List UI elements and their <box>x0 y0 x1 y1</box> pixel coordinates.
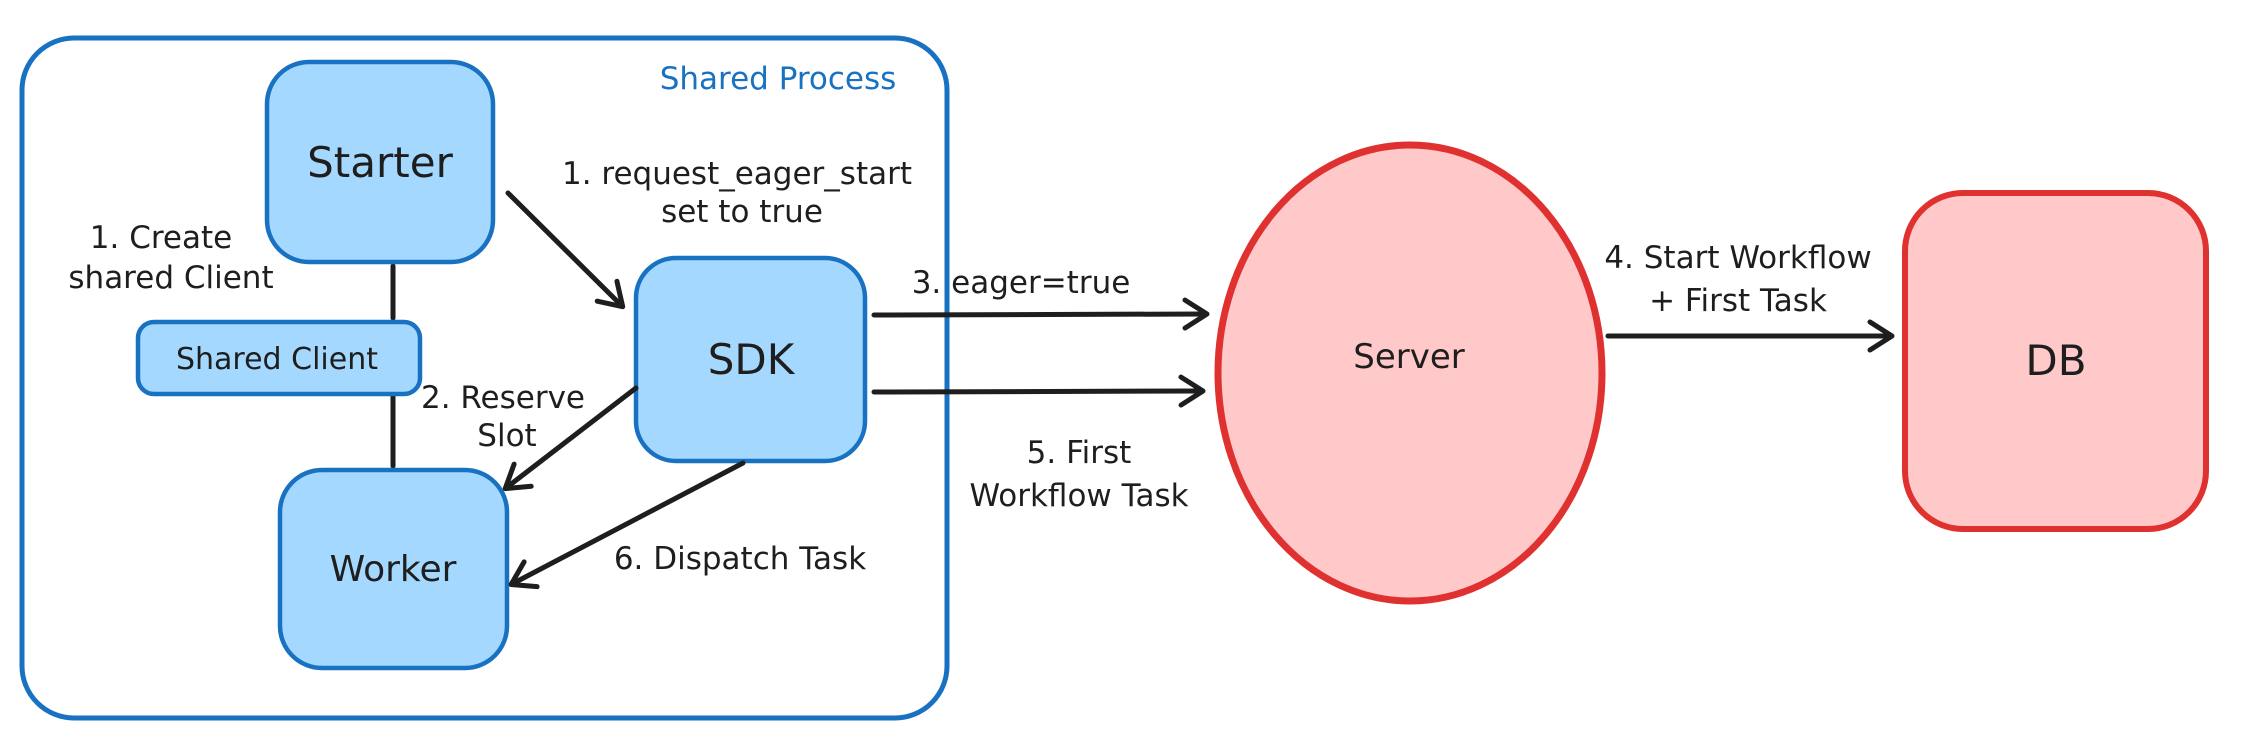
worker-label: Worker <box>330 549 457 590</box>
arrow-sdk-to-worker-dispatch <box>508 460 746 590</box>
annotation-start-workflow: 4. Start Workflow + First Task <box>1604 240 1871 319</box>
worker-box <box>277 467 510 671</box>
db-node: DB <box>1902 190 2209 532</box>
annotation-start-workflow-line1: 4. Start Workflow <box>1604 240 1871 276</box>
annotation-reserve-slot-line1: 2. Reserve <box>421 380 585 416</box>
shared-client-box <box>135 319 423 397</box>
db-label: DB <box>2025 336 2086 385</box>
annotation-request-eager-start: 1. request_eager_start set to true <box>562 156 912 230</box>
starter-box <box>264 59 496 265</box>
shared-client-node: Shared Client <box>135 319 423 397</box>
annotation-request-eager-start-line2: set to true <box>661 194 823 230</box>
annotation-first-workflow-task-line2: Workflow Task <box>969 478 1188 514</box>
starter-node: Starter <box>264 59 496 265</box>
annotation-dispatch-task: 6. Dispatch Task <box>614 541 866 577</box>
server-node: Server <box>1214 141 1606 605</box>
annotation-first-workflow-task: 5. First Workflow Task <box>969 435 1188 514</box>
arrow-starter-to-sdk <box>505 190 626 310</box>
annotation-create-shared-client: 1. Create shared Client <box>68 220 273 296</box>
shared-process-container <box>19 35 950 721</box>
annotation-create-shared-client-line1: 1. Create <box>90 220 232 256</box>
annotation-reserve-slot-line2: Slot <box>477 418 536 454</box>
arrow-sdk-to-server-eager <box>871 297 1210 331</box>
annotation-first-workflow-task-line1: 5. First <box>1027 435 1132 471</box>
annotation-request-eager-start-line1: 1. request_eager_start <box>562 156 912 192</box>
server-label: Server <box>1353 337 1465 377</box>
sdk-label: SDK <box>708 335 796 384</box>
shared-client-label: Shared Client <box>176 342 378 377</box>
db-box <box>1902 190 2209 532</box>
arrow-sdk-to-server-first-task <box>871 374 1206 408</box>
annotation-create-shared-client-line2: shared Client <box>68 260 273 296</box>
worker-node: Worker <box>277 467 510 671</box>
shared-process-label: Shared Process <box>660 61 897 97</box>
sdk-node: SDK <box>633 255 868 464</box>
arrow-sdk-to-worker-reserve <box>502 385 639 492</box>
starter-label: Starter <box>307 138 453 187</box>
server-ellipse <box>1214 141 1606 605</box>
annotation-start-workflow-line2: + First Task <box>1649 283 1827 319</box>
sdk-box <box>633 255 868 464</box>
annotation-reserve-slot: 2. Reserve Slot <box>421 380 585 454</box>
annotation-eager-true: 3. eager=true <box>912 265 1131 301</box>
